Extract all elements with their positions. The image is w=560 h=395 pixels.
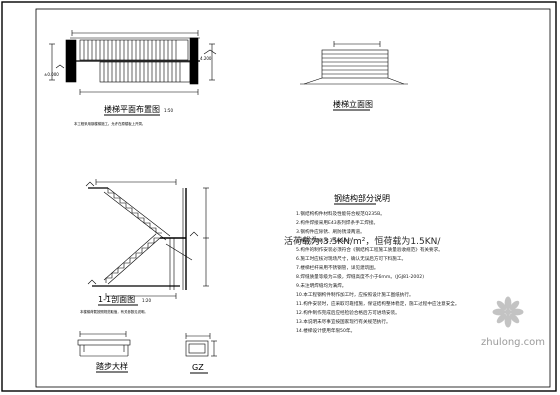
stair-elevation-view (300, 41, 408, 85)
note-line: 11.构件安装时，应采取可靠措施，保证结构整体稳定，施工过程中应注意安全。 (296, 300, 460, 307)
note-line: 5.构件的制作安装必须符合《钢结构工程施工质量验收规范》有关要求。 (296, 246, 443, 253)
watermark-text: zhulong.com (481, 337, 545, 348)
plan-note: 本工程采用钢楼梯施工。允许在原楼板上开洞。 (74, 121, 145, 126)
note-line: 6.施工时应核对现场尺寸，确认无误后方可下料施工。 (296, 255, 406, 262)
note-line: 12.构件制作完成后应经检验合格后方可进场安装。 (296, 309, 400, 316)
stair-section-view (85, 179, 209, 299)
plan-scale: 1:50 (164, 108, 173, 113)
section-title: 1-1剖面图 (98, 294, 135, 304)
note-line: 10.本工程钢构件制作加工时，应按照设计施工图纸执行。 (296, 291, 414, 298)
note-line: 9.未注明焊缝均为满焊。 (296, 282, 346, 289)
notes-list: 1.钢结构构件材料及性能符合规范Q235B。 2.构件焊接采用E43系列焊条手工… (296, 210, 460, 334)
note-line: 1.钢结构构件材料及性能符合规范Q235B。 (296, 210, 385, 217)
note-line: 4.楼梯活荷载为:3.5KN/m² (296, 237, 351, 244)
stair-plan-view (49, 30, 217, 95)
plan-elev-upper: 4.200 (200, 56, 212, 61)
elevation-title: 楼梯立面图 (333, 99, 373, 109)
note-line: 3.钢构件应除锈、刷防锈漆两道。 (296, 228, 365, 235)
note-line: 14.楼梯设计使用年限50年。 (296, 327, 355, 334)
section-scale: 1:20 (142, 298, 151, 303)
watermark-logo (492, 296, 524, 328)
note-line: 7.楼梯栏杆采用不锈钢管，详见建筑图。 (296, 264, 378, 271)
note-line: 8.焊缝质量等级为三级，焊缝高度不小于6mm。(JGJ81-2002) (296, 273, 424, 280)
notes-title: 钢结构部分说明 (334, 193, 390, 203)
stair-step-detail (77, 331, 131, 357)
step-detail-title: 踏步大样 (96, 361, 128, 371)
column-detail-title: GZ (192, 363, 204, 372)
note-line: 2.构件焊接采用E43系列焊条手工焊接。 (296, 219, 378, 226)
note-line: 13.本说明未尽事宜按国家现行有关规范执行。 (296, 318, 391, 325)
load-overlay-text: 活荷载为:3.5KN/m²，恒荷载为1.5KN/ (284, 235, 441, 247)
inner-border (35, 8, 551, 388)
column-detail (185, 333, 217, 357)
section-note: 本楼梯荷载按照规范取值，有关参数见说明。 (80, 309, 148, 314)
plan-title: 楼梯平面布置图 (104, 104, 160, 114)
plan-elev-lower: ±0.000 (44, 72, 59, 77)
